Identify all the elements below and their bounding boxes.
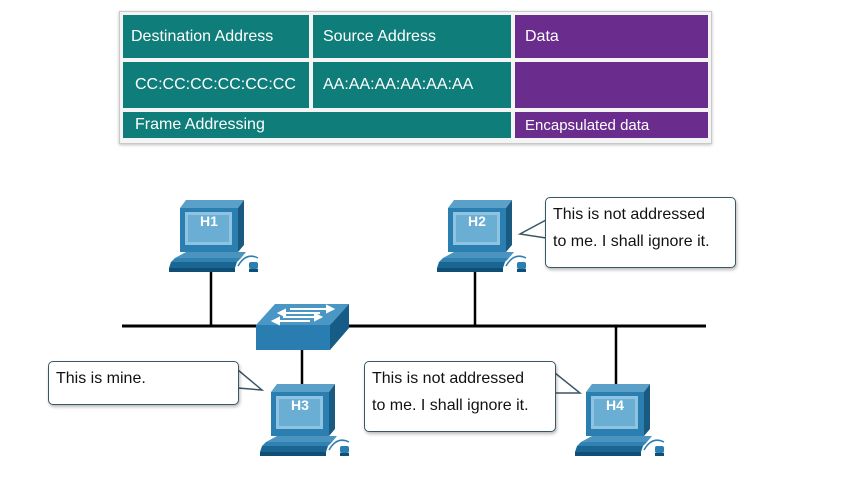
speech-bubble-h4: This is not addressed to me. I shall ign… xyxy=(364,361,556,432)
source-address-header: Source Address xyxy=(313,15,511,58)
bubble-line: This is not addressed xyxy=(372,370,525,387)
bubble-line: to me. I shall ignore it. xyxy=(553,233,710,250)
switch-icon xyxy=(256,304,349,350)
network-links xyxy=(122,270,706,388)
host-h2: H2 xyxy=(436,199,527,273)
host-label: H4 xyxy=(606,397,624,413)
bubble-line: This is mine. xyxy=(56,370,146,387)
source-address-value: AA:AA:AA:AA:AA:AA xyxy=(313,62,511,108)
bubble-line: This is not addressed xyxy=(553,206,706,223)
data-value xyxy=(515,62,708,108)
host-label: H3 xyxy=(291,397,309,413)
data-header: Data xyxy=(515,15,708,58)
desktop-computer-icon xyxy=(168,199,259,273)
speech-bubble-h3: This is mine. xyxy=(48,361,239,405)
speech-bubble-tails xyxy=(237,218,583,394)
frame-addressing-label: Frame Addressing xyxy=(123,112,511,138)
host-h4: H4 xyxy=(574,383,665,457)
desktop-computer-icon xyxy=(574,383,665,457)
destination-address-header: Destination Address xyxy=(123,15,309,58)
frame-addressing-table: Destination Address Source Address Data … xyxy=(119,11,712,144)
encapsulated-data-label: Encapsulated data xyxy=(515,112,708,138)
destination-address-value: CC:CC:CC:CC:CC:CC xyxy=(123,62,309,108)
host-h1: H1 xyxy=(168,199,259,273)
host-label: H2 xyxy=(468,213,486,229)
host-label: H1 xyxy=(200,213,218,229)
speech-bubble-h2: This is not addressed to me. I shall ign… xyxy=(545,197,736,268)
desktop-computer-icon xyxy=(436,199,527,273)
host-h3: H3 xyxy=(259,383,350,457)
desktop-computer-icon xyxy=(259,383,350,457)
bubble-line: to me. I shall ignore it. xyxy=(372,397,529,414)
